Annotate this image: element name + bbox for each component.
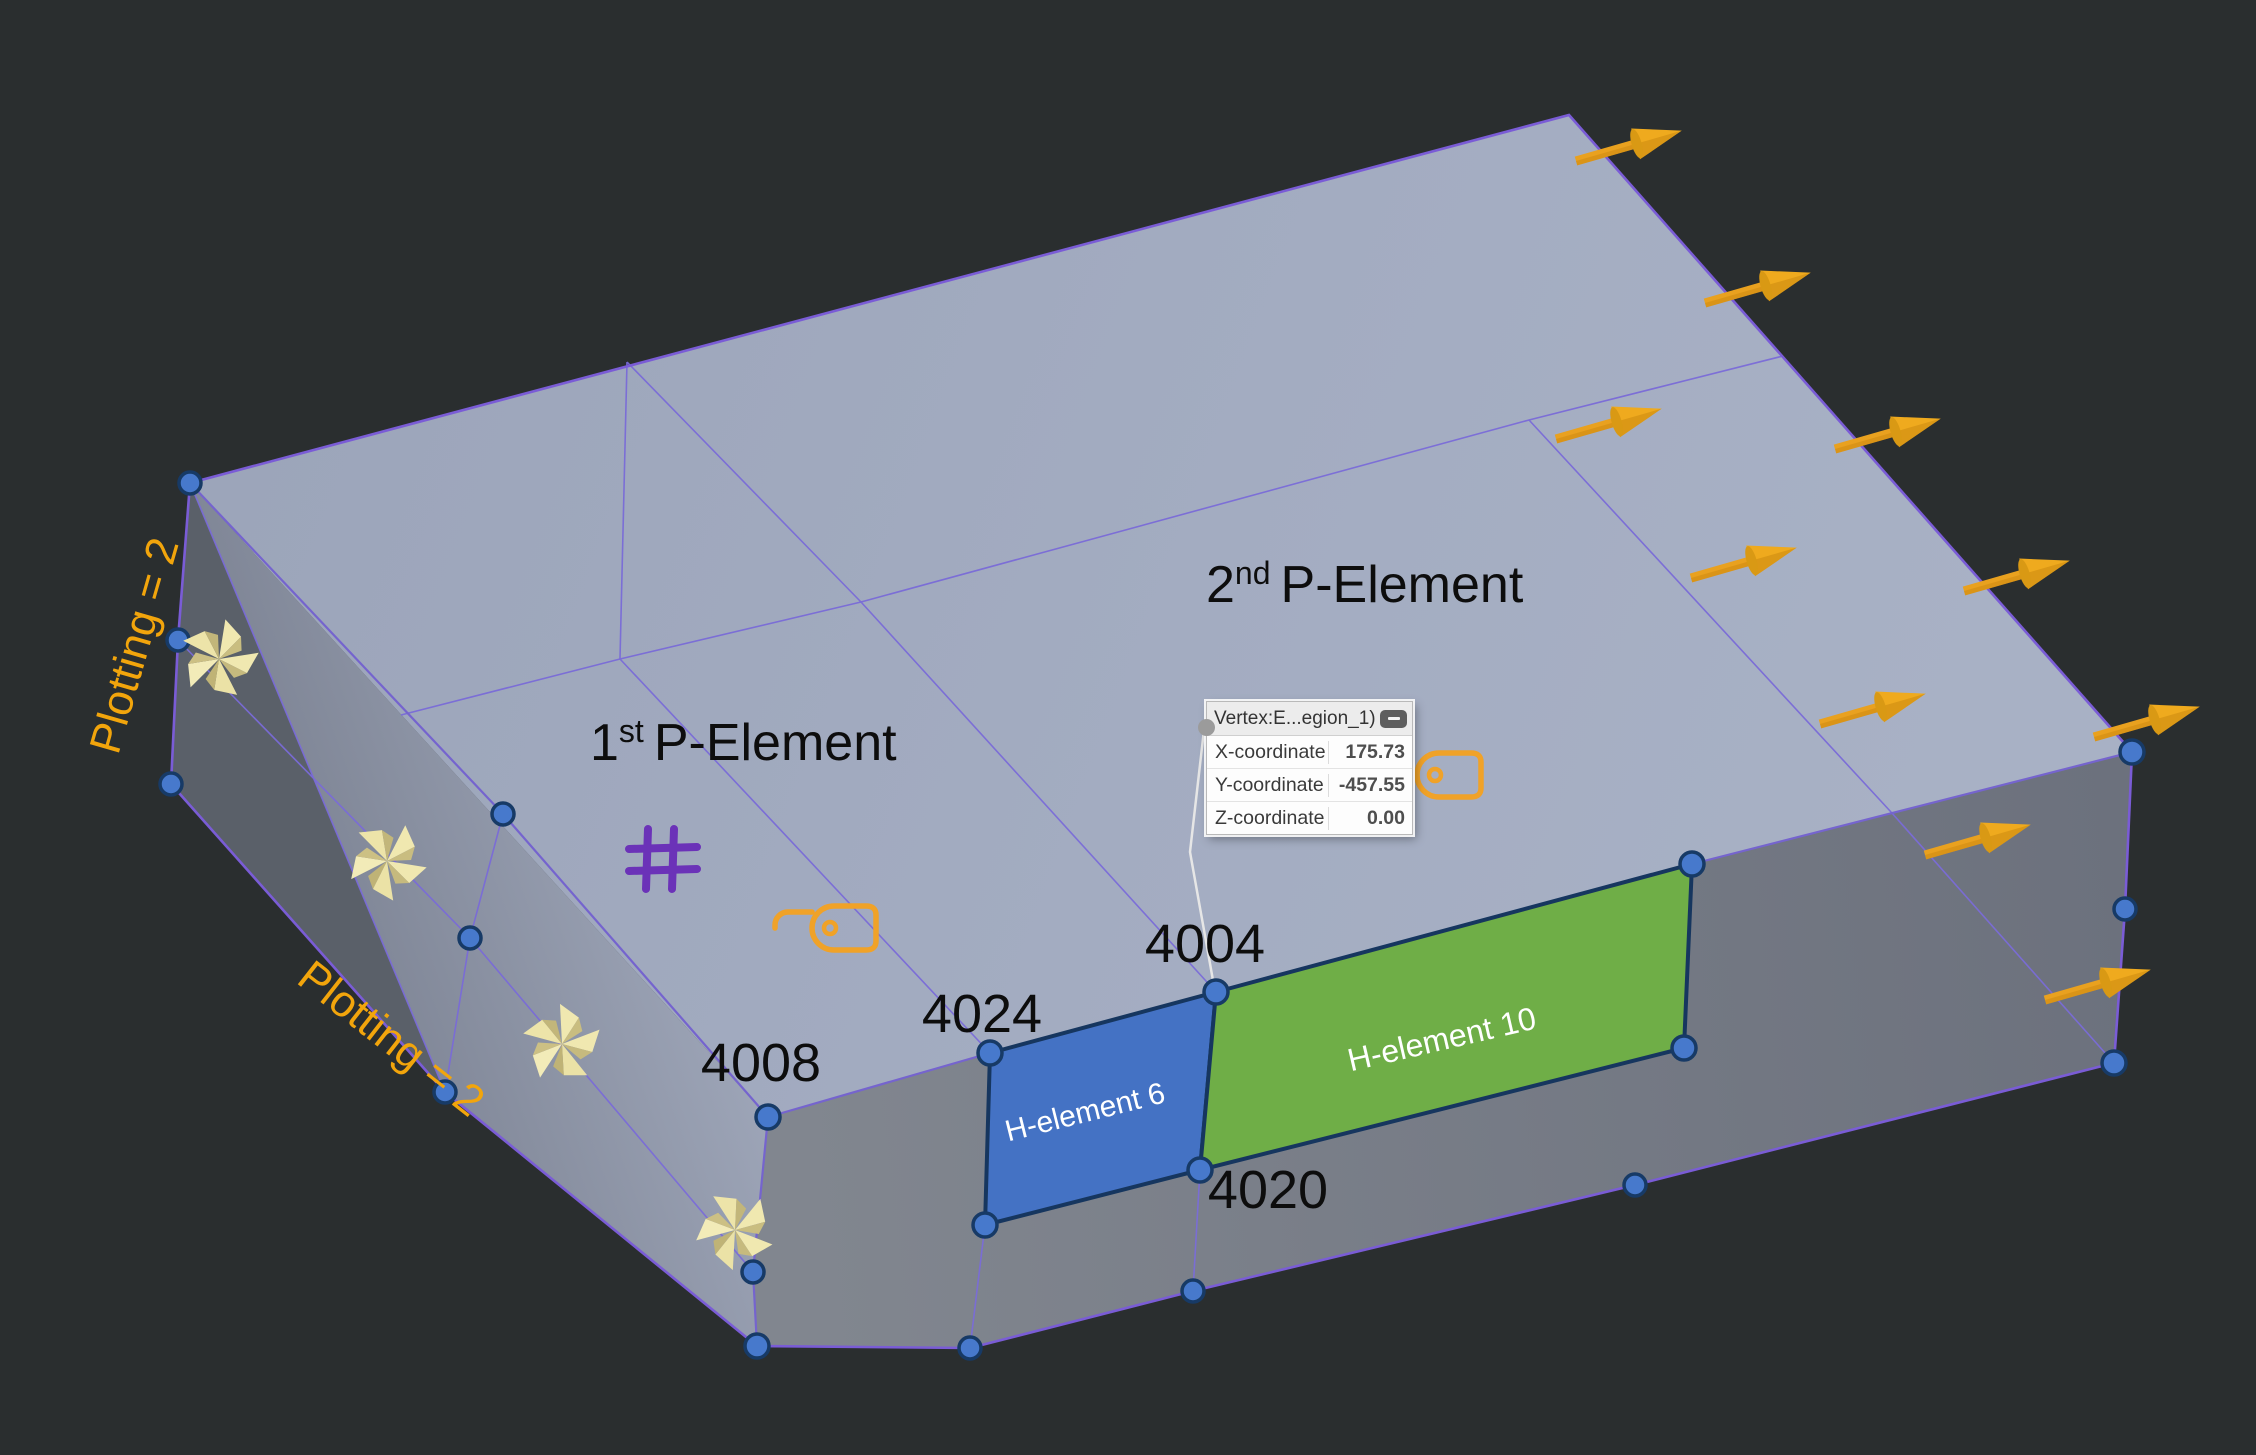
tooltip-row-label: Y-coordinate xyxy=(1215,773,1324,796)
mesh-node[interactable] xyxy=(457,925,483,951)
mesh-node-4004[interactable] xyxy=(1202,978,1230,1006)
mesh-node-4024[interactable] xyxy=(976,1039,1004,1067)
mesh-node[interactable] xyxy=(490,801,516,827)
node-label-4008: 4008 xyxy=(701,1033,821,1093)
mesh-node[interactable] xyxy=(432,1079,458,1105)
vertex-tooltip[interactable]: Vertex:E...egion_1) X-coordinate 175.73 … xyxy=(1198,701,1413,835)
mesh-node[interactable] xyxy=(2118,738,2146,766)
tooltip-row-label: Z-coordinate xyxy=(1215,806,1325,829)
tooltip-row-value: -457.55 xyxy=(1328,773,1412,797)
mesh-node[interactable] xyxy=(2112,896,2138,922)
tag-leader-hook xyxy=(772,909,815,931)
mesh-node-4008[interactable] xyxy=(754,1103,782,1131)
tooltip-title-bar[interactable]: Vertex:E...egion_1) xyxy=(1207,702,1412,736)
mesh-node[interactable] xyxy=(971,1211,999,1239)
node-label-4004: 4004 xyxy=(1145,914,1265,974)
mesh-node-4020[interactable] xyxy=(1186,1156,1214,1184)
mesh-node[interactable] xyxy=(1180,1278,1206,1304)
leader-line xyxy=(1188,729,1216,987)
mesh-node[interactable] xyxy=(1622,1172,1648,1198)
tooltip-row-y: Y-coordinate -457.55 xyxy=(1207,769,1412,802)
minimize-icon[interactable] xyxy=(1380,709,1407,728)
mesh-lines xyxy=(177,355,2115,1349)
mesh-node[interactable] xyxy=(743,1332,771,1360)
mesh-node[interactable] xyxy=(177,470,203,496)
tooltip-row-z: Z-coordinate 0.00 xyxy=(1207,802,1412,834)
leader-dot-icon xyxy=(1198,719,1215,736)
mesh-node[interactable] xyxy=(1670,1034,1698,1062)
mesh-grid-icon[interactable] xyxy=(625,825,701,893)
tooltip-title: Vertex:E...egion_1) xyxy=(1214,707,1376,729)
node-label-4020: 4020 xyxy=(1208,1160,1328,1220)
mesh-nodes xyxy=(158,470,2146,1361)
tooltip-row-x: X-coordinate 175.73 xyxy=(1207,736,1412,769)
mesh-node[interactable] xyxy=(158,771,184,797)
tooltip-row-value: 0.00 xyxy=(1328,806,1412,830)
mesh-node[interactable] xyxy=(740,1259,766,1285)
model-front-left-face[interactable] xyxy=(171,483,768,1346)
mesh-node[interactable] xyxy=(1678,850,1706,878)
mesh-node[interactable] xyxy=(2100,1049,2128,1077)
mesh-node[interactable] xyxy=(957,1335,983,1361)
node-label-4024: 4024 xyxy=(922,984,1042,1044)
tooltip-row-label: X-coordinate xyxy=(1215,740,1326,763)
tooltip-row-value: 175.73 xyxy=(1328,740,1412,764)
